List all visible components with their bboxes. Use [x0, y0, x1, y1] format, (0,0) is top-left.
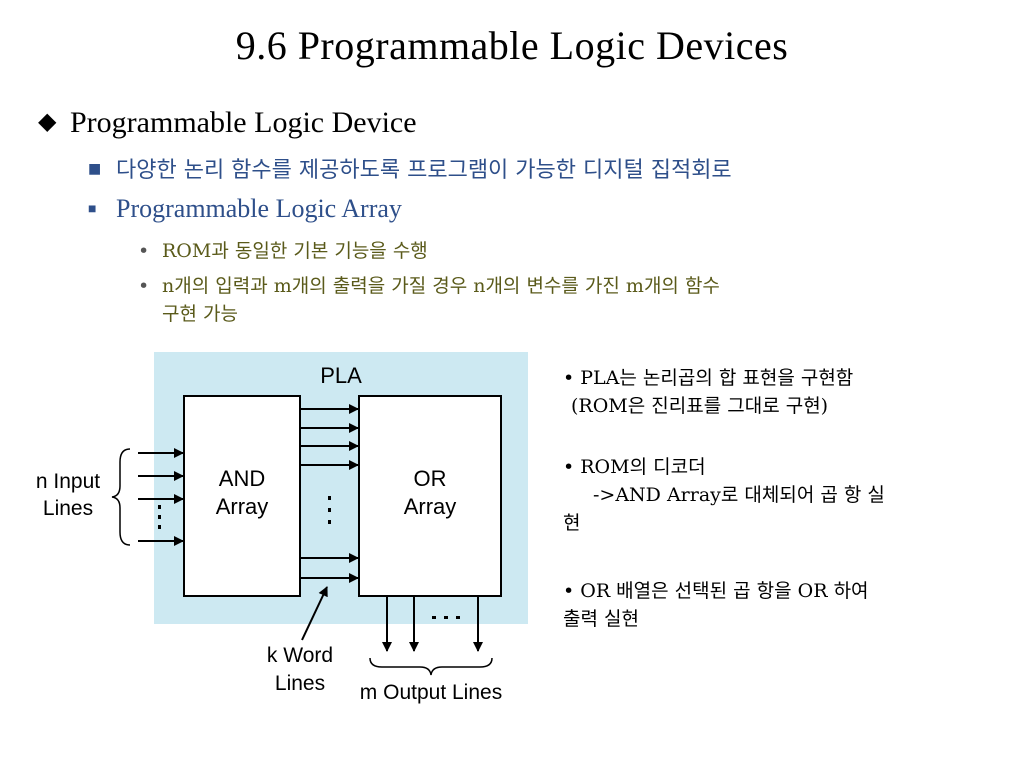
input-label-1: n Input [36, 470, 100, 493]
bullet-level3-nm: • n개의 입력과 m개의 출력을 가질 경우 n개의 변수를 가진 m개의 함수… [138, 272, 720, 328]
bullet-level2-text: 다양한 논리 함수를 제공하도록 프로그램이 가능한 디지털 집적회로 [116, 158, 732, 183]
note-text: ->AND Array로 대체되어 곱 항 실 [593, 484, 885, 506]
input-label-2: Lines [43, 497, 93, 520]
note-text: • ROM의 디코더 [563, 456, 706, 478]
and-array-box [183, 395, 301, 597]
bullet-level2-text: Programmable Logic Array [116, 194, 402, 223]
dot-bullet-icon: • [138, 240, 150, 262]
bullet-level3-text: n개의 입력과 m개의 출력을 가질 경우 n개의 변수를 가진 m개의 함수 [162, 275, 720, 297]
pla-label: PLA [320, 363, 362, 388]
bullet-level2-korean: ■ 다양한 논리 함수를 제공하도록 프로그램이 가능한 디지털 집적회로 [88, 152, 732, 184]
note-pla: • PLA는 논리곱의 합 표현을 구현함 (ROM은 진리표를 그대로 구현) [563, 364, 1003, 420]
or-array-box [358, 395, 502, 597]
note-text: • OR 배열은 선택된 곱 항을 OR 하여 [563, 580, 869, 602]
word-lines-pointer-arrow [301, 586, 328, 641]
bullet-level3-rom: • ROM과 동일한 기본 기능을 수행 [138, 236, 428, 263]
and-array-label-2: Array [216, 494, 269, 519]
word-line-arrows [300, 404, 359, 583]
slide-title: 9.6 Programmable Logic Devices [235, 23, 789, 68]
bullet-level1: ◆ Programmable Logic Device [38, 106, 417, 140]
note-text: 출력 실현 [563, 608, 639, 630]
bullet-level2-pla: ■ Programmable Logic Array [88, 194, 402, 224]
note-rom-decoder: • ROM의 디코더 ->AND Array로 대체되어 곱 항 실 현 [563, 453, 1003, 537]
note-text: (ROM은 진리표를 그대로 구현) [571, 395, 829, 417]
bullet-level3-continuation: 구현 가능 [162, 303, 238, 325]
and-array-label-1: AND [219, 466, 265, 491]
output-arrows [382, 597, 483, 652]
note-text: • PLA는 논리곱의 합 표현을 구현함 [563, 367, 854, 389]
output-ellipsis [432, 616, 460, 619]
input-ellipsis [158, 505, 161, 529]
word-line-ellipsis [328, 496, 331, 524]
word-label-1: k Word [267, 644, 333, 667]
note-or-array: • OR 배열은 선택된 곱 항을 OR 하여 출력 실현 [563, 577, 1003, 633]
dot-bullet-icon: • [138, 275, 150, 297]
output-label: m Output Lines [360, 681, 502, 704]
bullet-level1-text: Programmable Logic Device [70, 106, 417, 139]
square-bullet-icon: ■ [88, 161, 102, 177]
diamond-bullet-icon: ◆ [38, 109, 57, 135]
input-arrows [138, 448, 184, 546]
input-brace [111, 448, 131, 546]
bullet-level3-text: ROM과 동일한 기본 기능을 수행 [162, 240, 428, 262]
output-brace [369, 657, 493, 676]
or-array-label-2: Array [404, 494, 457, 519]
word-label-2: Lines [275, 672, 325, 695]
note-text: 현 [563, 512, 581, 534]
square-bullet-icon: ■ [88, 202, 97, 217]
or-array-label-1: OR [414, 466, 447, 491]
